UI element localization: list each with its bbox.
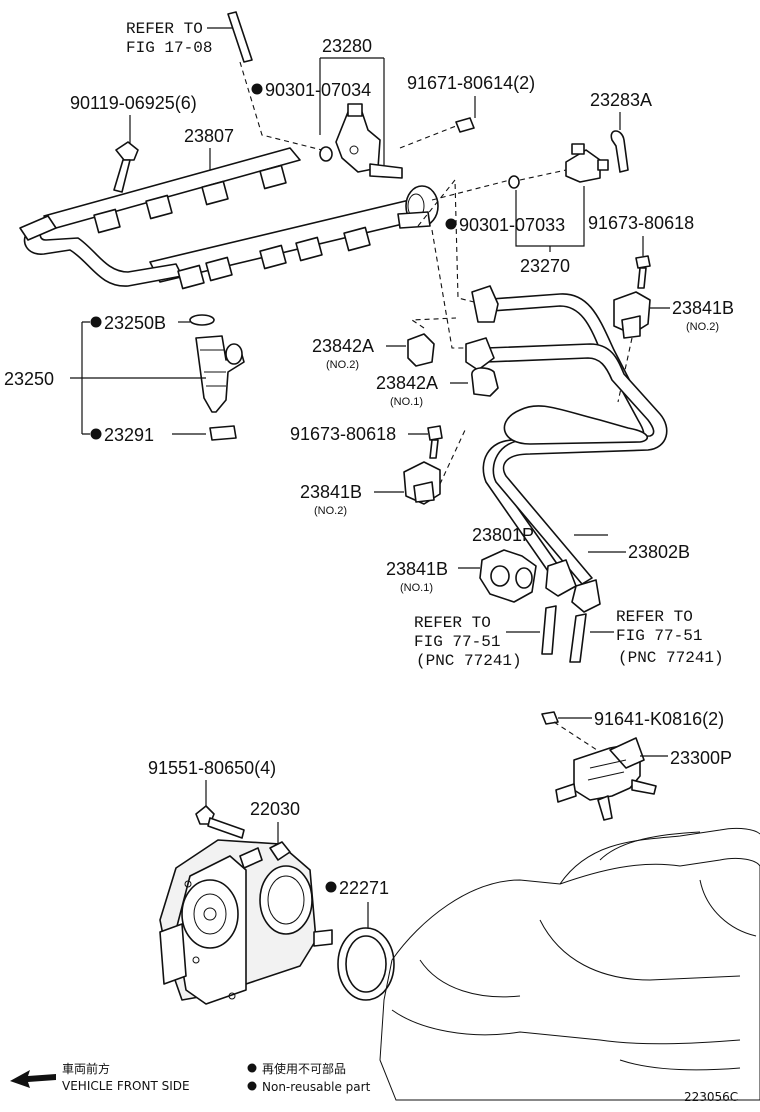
part-number-91641-K0816: 91641-K0816(2) [594,709,724,729]
gasket-22271-group: 22271 [325,878,395,1001]
part-number-91673-80618-mid: 91673-80618 [290,424,396,444]
non-reusable-jp: 再使用不可部品 [262,1061,346,1076]
fig-77-51-label: FIG 77-51 [616,627,702,645]
part-number-23280: 23280 [322,36,372,56]
bolt-shank-90119 [113,159,131,193]
part-number-23801P: 23801P [472,525,534,545]
part-number-91673-80618-top: 91673-80618 [588,213,694,233]
o-ring-90301-07033 [508,175,520,189]
fuel-pipe-23802B [485,343,668,585]
fuel-pressure-regulator-23270 [565,149,601,183]
part-23842A-group: 23842A (NO.2) 23842A (NO.1) [312,333,499,408]
refer-to-label: REFER TO [616,608,693,626]
refer-fig-17-08-callout: REFER TO FIG 17-08 [126,11,331,153]
o-ring-90301-07034 [319,146,333,162]
part-number-90119-06925: 90119-06925(6) [70,93,197,113]
bolt-shank-91551 [207,817,245,839]
part-23841B-no2-mid: 91673-80618 23841B (NO.2) [290,424,467,517]
part-23280-group: 23280 90301-07034 91671-80614(2) [251,36,535,179]
o-ring-23250B [189,314,215,326]
part-number-91551-80650: 91551-80650(4) [148,758,276,778]
quick-connector-1 [471,285,499,323]
non-reusable-marker [90,428,102,440]
non-reusable-marker [90,316,102,328]
vehicle-front-arrow-icon [10,1070,56,1088]
pipe-end-fitting-1 [545,559,577,597]
bolt-91641 [541,711,559,725]
non-reusable-marker [251,83,263,95]
non-reusable-legend-marker [247,1081,257,1091]
part-number-23807: 23807 [184,126,234,146]
non-reusable-marker [325,881,337,893]
insulator-23291 [209,425,237,441]
clamp-23842A-no2 [407,333,435,367]
part-number-90301-07034: 90301-07034 [265,80,371,100]
part-number-23250: 23250 [4,369,54,389]
part-number-23841B-mid: 23841B [300,482,362,502]
non-reusable-marker [445,218,457,230]
hose-right [569,613,587,663]
vacuum-hose [227,11,253,63]
sub-label-no2: (NO.2) [314,505,347,517]
part-number-23270: 23270 [520,256,570,276]
part-23300P-group: 91641-K0816(2) 23300P [541,709,732,821]
part-23270-group: 23283A 90301-07033 91673-80618 23270 [431,90,694,289]
part-number-22271: 22271 [339,878,389,898]
refer-to-label: REFER TO [414,614,491,632]
bolt-91671-80614 [455,117,475,133]
sub-label-no1: (NO.1) [400,582,433,594]
pipe-end-fitting-2 [571,579,601,613]
part-number-90301-07033: 90301-07033 [459,215,565,235]
bolt-91673-top [635,255,651,269]
quick-connector-2 [465,337,495,371]
refer-to-label: REFER TO [126,20,203,38]
part-23841B-no1: 23841B (NO.1) [386,549,537,603]
pnc-77241-label: (PNC 77241) [416,652,522,670]
refer-fig-77-51-right: REFER TO FIG 77-51 (PNC 77241) [569,608,724,667]
part-number-23802B: 23802B [628,542,690,562]
part-number-91671-80614: 91671-80614(2) [407,73,535,93]
clamp-23842A-no1 [471,367,499,397]
non-reusable-legend-marker [247,1063,257,1073]
throttle-body-group: 91551-80650(4) 22030 [148,758,333,1005]
part-number-23283A: 23283A [590,90,652,110]
part-23841B-no2-top: 23841B (NO.2) [613,291,734,403]
fig-17-08-label: FIG 17-08 [126,39,212,57]
footer-legend: 車両前方 VEHICLE FRONT SIDE 再使用不可部品 Non-reus… [10,1061,738,1104]
part-number-23842A-no2: 23842A [312,336,374,356]
vehicle-front-jp: 車両前方 [62,1061,110,1076]
part-number-23842A-no1: 23842A [376,373,438,393]
part-number-23291: 23291 [104,425,154,445]
bolt-head-90119 [115,141,139,161]
part-number-23250B: 23250B [104,313,166,333]
injector-group: 23250B 23250 23291 [4,313,245,445]
sub-label-no2: (NO.2) [326,359,359,371]
sub-label-no2: (NO.2) [686,321,719,333]
pnc-77241-label: (PNC 77241) [618,649,724,667]
crossover-pipe [23,229,183,287]
fuel-pressure-regulator [335,111,381,173]
diagram-id: 223056C [684,1090,738,1104]
refer-fig-77-51-left: REFER TO FIG 77-51 (PNC 77241) [414,605,557,670]
part-number-23300P: 23300P [670,748,732,768]
throttle-motor-cover [181,879,239,949]
upper-fuel-rail [43,147,301,229]
non-reusable-en: Non-reusable part [262,1080,371,1094]
intake-manifold-outline [379,827,760,1101]
fuel-pipe-group [465,285,668,613]
fig-77-51-label: FIG 77-51 [414,633,500,651]
part-number-23841B-low: 23841B [386,559,448,579]
part-number-23841B-top: 23841B [672,298,734,318]
bolt-91673-mid [427,425,443,441]
sub-label-no1: (NO.1) [390,396,423,408]
part-number-22030: 22030 [250,799,300,819]
hose-left [541,605,557,655]
fuel-delivery-pipe-group: 90119-06925(6) 23807 [19,93,439,290]
vehicle-front-en: VEHICLE FRONT SIDE [62,1079,190,1093]
retainer-clip-23283A [610,130,629,173]
